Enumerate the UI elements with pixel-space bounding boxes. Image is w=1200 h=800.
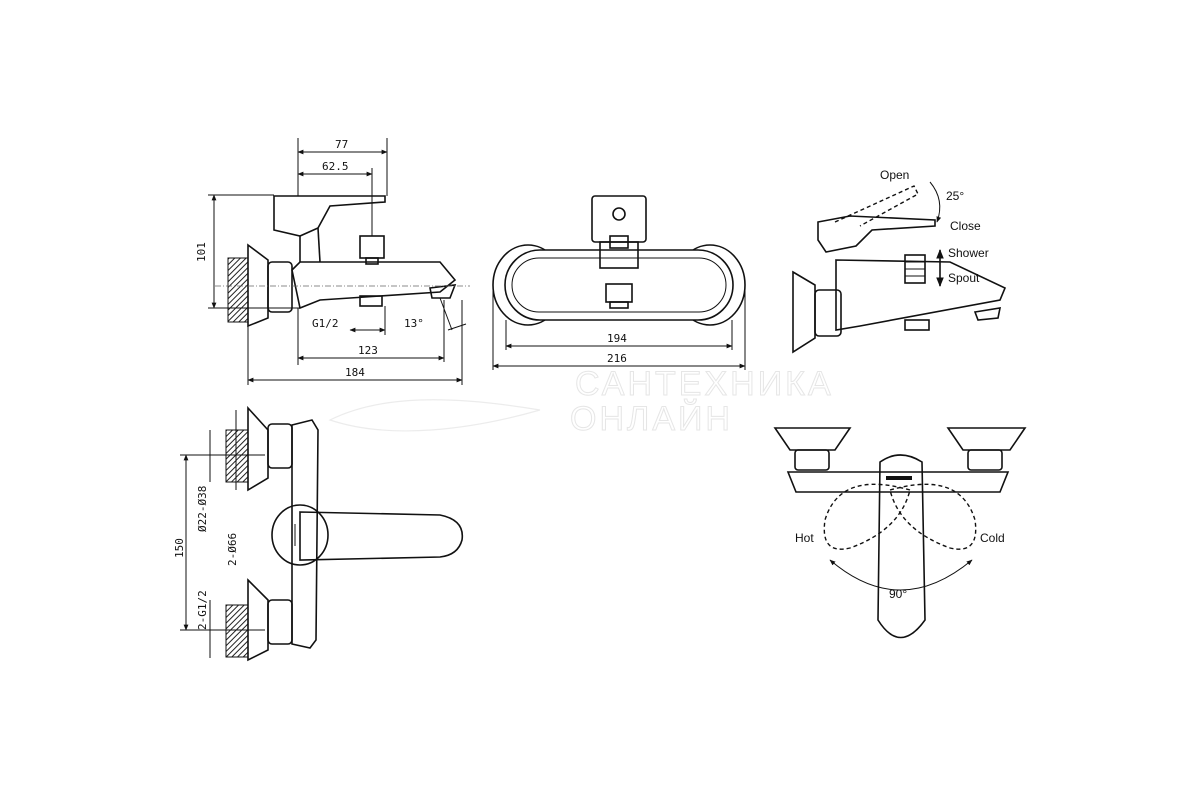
rot-lever — [877, 454, 926, 639]
op-body — [835, 259, 1007, 331]
diverter-knob — [359, 235, 385, 259]
lever-front — [591, 195, 647, 243]
body-front — [504, 249, 734, 321]
dim-d22-38: Ø22-Ø38 — [196, 486, 209, 532]
dim-101: 101 — [195, 242, 208, 262]
label-shower: Shower — [948, 246, 989, 260]
label-90-deg: 90° — [889, 587, 907, 601]
dim-2-g1-2: 2-G1/2 — [196, 590, 209, 630]
label-close: Close — [950, 219, 981, 233]
dim-150: 150 — [173, 538, 186, 558]
label-spout: Spout — [948, 271, 980, 285]
body — [291, 261, 457, 310]
op-escutcheon — [792, 270, 816, 354]
lever — [273, 195, 386, 237]
rot-lever-hot — [823, 483, 911, 550]
label-25-deg: 25° — [946, 189, 964, 203]
rot-body — [786, 471, 1010, 493]
dim-62-5: 62.5 — [322, 160, 349, 173]
top-view: 150 Ø22-Ø38 2-Ø66 2-G1/2 — [173, 405, 464, 662]
escutcheon — [247, 243, 269, 328]
rotation-view: Hot Cold 90° — [773, 427, 1027, 639]
nut — [267, 261, 293, 313]
watermark: САНТЕХНИКА ОНЛАЙН — [328, 365, 834, 439]
cartridge — [599, 241, 639, 269]
dim-2-d66: 2-Ø66 — [226, 533, 239, 566]
aerator — [359, 295, 383, 307]
rot-lever-cold — [889, 483, 977, 550]
label-hot: Hot — [795, 531, 814, 545]
dim-123: 123 — [358, 344, 378, 357]
front-view: 194 216 — [492, 195, 746, 370]
label-cold: Cold — [980, 531, 1005, 545]
operation-view: Open 25° Close Shower Spout — [792, 168, 1007, 354]
dim-194: 194 — [607, 332, 627, 345]
top-lever — [271, 504, 329, 566]
op-lever-open — [834, 185, 919, 227]
label-open: Open — [880, 168, 909, 182]
top-body — [291, 419, 319, 649]
op-lever-close — [817, 215, 936, 253]
dim-216: 216 — [607, 352, 627, 365]
side-view: 77 62.5 101 G1/2 13° 123 184 — [195, 138, 470, 385]
top-spout — [299, 511, 464, 561]
watermark-line-1: САНТЕХНИКА — [575, 365, 834, 403]
dim-77: 77 — [335, 138, 348, 151]
dim-13-deg: 13° — [404, 317, 424, 330]
wall-hatch — [227, 257, 249, 323]
dim-g1-2: G1/2 — [312, 317, 339, 330]
indicator-dot — [612, 207, 626, 221]
watermark-line-2: ОНЛАЙН — [570, 400, 733, 438]
dim-184: 184 — [345, 366, 365, 379]
